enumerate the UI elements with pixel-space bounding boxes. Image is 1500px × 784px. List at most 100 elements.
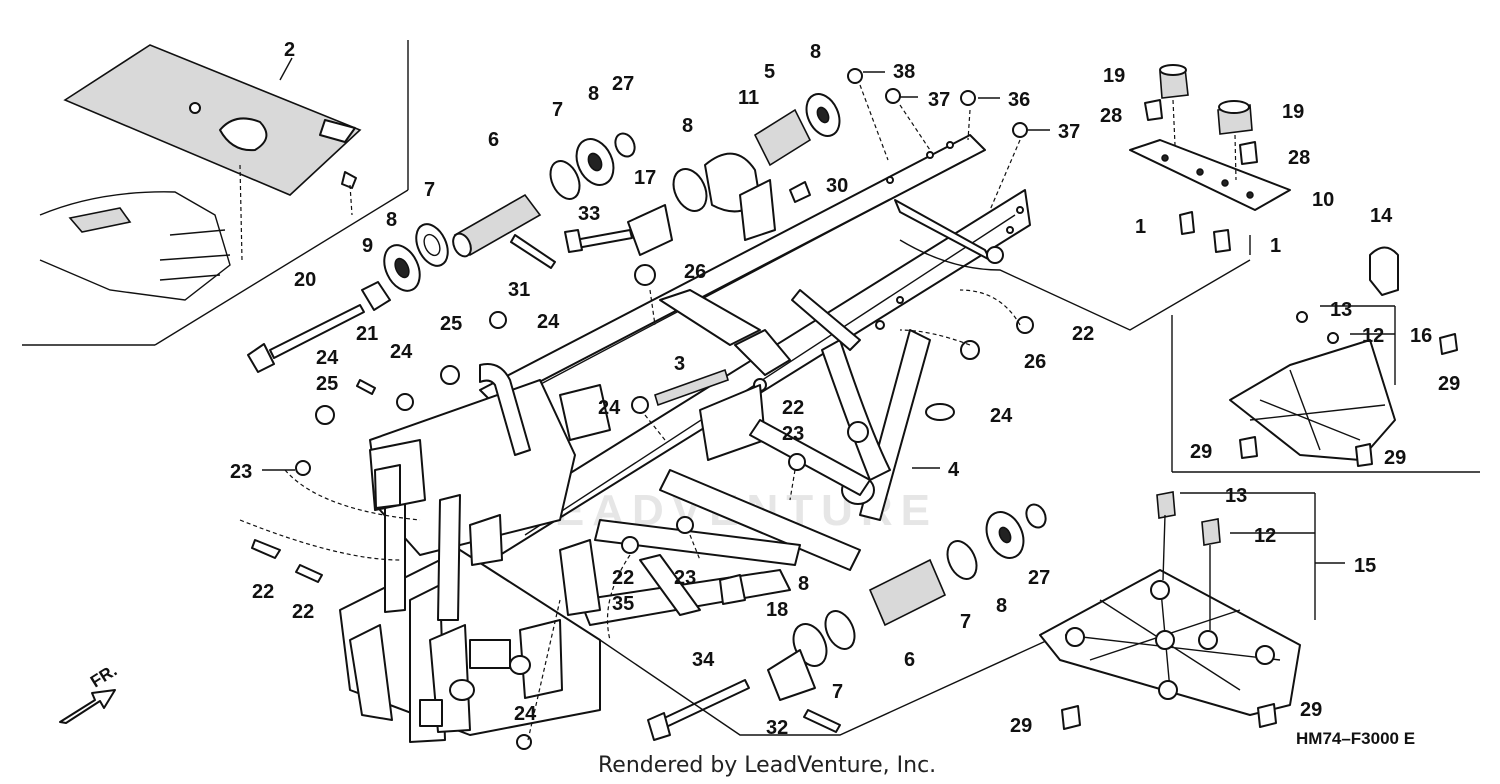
nut-1-a — [1179, 211, 1195, 235]
callout-13: 13 — [1330, 299, 1352, 321]
callout-27: 27 — [1028, 567, 1050, 589]
nut-13-small — [1296, 311, 1308, 323]
callout-31: 31 — [508, 279, 530, 301]
bushing-8-mid — [672, 168, 708, 212]
skid-plate-16 — [1229, 339, 1396, 461]
plate-10 — [1129, 139, 1291, 211]
callout-24: 24 — [990, 405, 1013, 427]
fr-label: FR. — [87, 661, 120, 692]
callout-8: 8 — [682, 115, 693, 137]
callout-8: 8 — [386, 209, 397, 231]
callout-7: 7 — [424, 179, 435, 201]
long-bolt-20 — [247, 304, 365, 373]
callout-30: 30 — [826, 175, 848, 197]
callout-22: 22 — [252, 581, 274, 603]
leader-lines — [239, 57, 1251, 741]
skid-plate-15 — [1039, 491, 1345, 730]
callout-22: 22 — [782, 397, 804, 419]
inset-skid-plate-16 — [1171, 305, 1480, 473]
main-frame-4 — [339, 134, 1031, 743]
callout-22: 22 — [1072, 323, 1094, 345]
callout-17: 17 — [634, 167, 656, 189]
callout-35: 35 — [612, 593, 634, 615]
callout-1: 1 — [1135, 216, 1146, 238]
bolt-29-small-c — [1355, 443, 1373, 467]
bearing-7-upper — [549, 160, 581, 200]
callout-19: 19 — [1282, 101, 1304, 123]
callout-5: 5 — [764, 61, 775, 83]
callout-22: 22 — [612, 567, 634, 589]
callout-19: 19 — [1103, 65, 1125, 87]
bearing-7 — [415, 223, 449, 267]
callout-16: 16 — [1410, 325, 1432, 347]
callout-6: 6 — [904, 649, 915, 671]
callout-20: 20 — [294, 269, 316, 291]
callout-24: 24 — [598, 397, 621, 419]
callout-13: 13 — [1225, 485, 1247, 507]
callout-24: 24 — [514, 703, 537, 725]
bracket-18 — [767, 649, 816, 701]
inset-skid-plate-2 — [22, 40, 409, 346]
callout-33: 33 — [578, 203, 600, 225]
callout-37: 37 — [1058, 121, 1080, 143]
bolt-28-a — [1144, 99, 1163, 121]
callout-6: 6 — [488, 129, 499, 151]
callout-24: 24 — [316, 347, 339, 369]
callout-3: 3 — [674, 353, 685, 375]
bolt-34 — [659, 679, 750, 729]
collar-27-upper — [614, 132, 636, 158]
callout-23: 23 — [782, 423, 804, 445]
callout-29: 29 — [1384, 447, 1406, 469]
callout-15: 15 — [1354, 555, 1376, 577]
front-direction-arrow: FR. — [59, 661, 120, 724]
callout-32: 32 — [766, 717, 788, 739]
callout-labels: 2 8 7 9 20 21 24 25 24 25 24 23 22 22 6 … — [230, 39, 1460, 739]
callout-24: 24 — [390, 341, 413, 363]
callout-37: 37 — [928, 89, 950, 111]
bolt-28-b — [1239, 141, 1258, 165]
fr-arrow-icon — [59, 689, 116, 724]
callout-8: 8 — [798, 573, 809, 595]
callout-14: 14 — [1370, 205, 1393, 227]
plate-assembly-10 — [1129, 64, 1291, 255]
bracket-17 — [627, 204, 673, 256]
callout-10: 10 — [1312, 189, 1334, 211]
nut-13 — [1156, 491, 1176, 519]
callout-11: 11 — [738, 87, 759, 109]
part-code: HM74–F3000 E — [1296, 729, 1415, 748]
clip-14 — [1369, 246, 1399, 296]
callout-8: 8 — [810, 41, 821, 63]
callout-8: 8 — [996, 595, 1007, 617]
nut-12 — [1201, 518, 1221, 546]
callout-36: 36 — [1008, 89, 1030, 111]
bolt-31 — [510, 234, 556, 269]
bolt-32 — [803, 709, 841, 733]
bolt-29-small-a — [1439, 333, 1458, 355]
collar-27-lower — [1025, 503, 1047, 529]
callout-24: 24 — [537, 311, 560, 333]
callout-28: 28 — [1100, 105, 1122, 127]
callout-7: 7 — [832, 681, 843, 703]
skid-plate — [63, 44, 362, 196]
callout-27: 27 — [612, 73, 634, 95]
pivot-shaft-6-lower — [868, 558, 947, 627]
nut-12-small — [1327, 332, 1339, 344]
callout-26: 26 — [684, 261, 706, 283]
callout-2: 2 — [284, 39, 295, 61]
callout-1: 1 — [1270, 235, 1281, 257]
callout-28: 28 — [1288, 147, 1310, 169]
pad-3 — [654, 368, 729, 407]
callout-25: 25 — [316, 373, 338, 395]
collar-9 — [361, 281, 391, 311]
callout-7: 7 — [552, 99, 563, 121]
nut-1-b — [1213, 229, 1231, 253]
bolt-33 — [574, 229, 633, 249]
callout-23: 23 — [674, 567, 696, 589]
bolt-29-a — [1061, 705, 1081, 730]
pivot-shaft-5 — [753, 108, 812, 167]
bolt-30 — [789, 181, 811, 203]
callout-8: 8 — [588, 83, 599, 105]
callout-23: 23 — [230, 461, 252, 483]
